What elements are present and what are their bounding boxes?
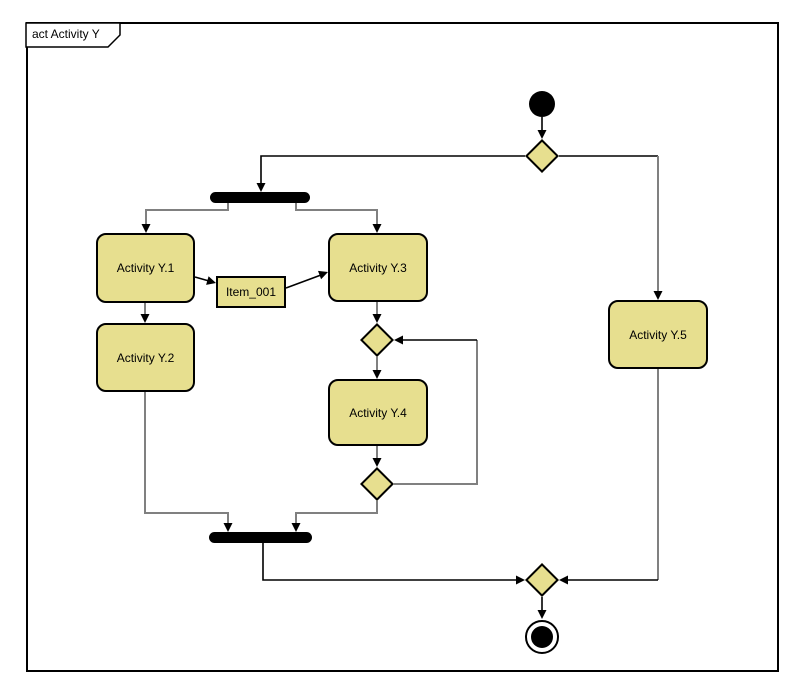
activity-label: Activity Y.2 <box>116 350 175 365</box>
edge-y3-to-merge[interactable] <box>372 302 382 323</box>
activity-node-y4[interactable]: Activity Y.4 <box>328 379 428 446</box>
edge-y2-to-join[interactable] <box>144 392 233 532</box>
fork-bar-icon[interactable] <box>210 192 310 203</box>
activity-node-y5[interactable]: Activity Y.5 <box>608 300 708 369</box>
activity-final-node-icon[interactable] <box>525 620 559 654</box>
edge-merge-to-final[interactable] <box>537 597 547 619</box>
activity-label: Activity Y.1 <box>116 261 175 275</box>
activity-node-y2[interactable]: Activity Y.2 <box>96 323 195 392</box>
edge-decision-to-join[interactable] <box>291 501 378 532</box>
edge-y1-to-item[interactable] <box>194 276 217 287</box>
initial-node-icon[interactable] <box>529 91 555 117</box>
edge-item-to-y3[interactable] <box>285 268 330 289</box>
edge-fork-to-y3[interactable] <box>295 203 382 233</box>
edge-decision-to-y5[interactable] <box>559 155 663 300</box>
object-node-label: Item_001 <box>225 285 277 299</box>
activity-node-y1[interactable]: Activity Y.1 <box>96 233 195 303</box>
activity-label: Activity Y.5 <box>629 327 687 342</box>
edge-merge-to-y4[interactable] <box>372 357 382 379</box>
frame-label-tab <box>25 22 121 48</box>
edge-fork-to-y1[interactable] <box>141 203 229 233</box>
edge-y5-to-merge[interactable] <box>559 369 659 585</box>
edge-initial-to-decision[interactable] <box>537 117 547 139</box>
activity-node-y3[interactable]: Activity Y.3 <box>328 233 428 302</box>
edge-join-to-merge[interactable] <box>262 543 525 585</box>
edge-decision-to-fork[interactable] <box>256 155 526 192</box>
edge-loopback[interactable] <box>394 335 478 485</box>
activity-label: Activity Y.4 <box>349 405 407 420</box>
object-node-item001[interactable]: Item_001 <box>216 276 286 308</box>
edge-y4-to-decision[interactable] <box>372 446 382 467</box>
edge-y1-to-y2[interactable] <box>140 303 150 323</box>
activity-label: Activity Y.3 <box>349 260 407 275</box>
join-bar-icon[interactable] <box>209 532 312 543</box>
